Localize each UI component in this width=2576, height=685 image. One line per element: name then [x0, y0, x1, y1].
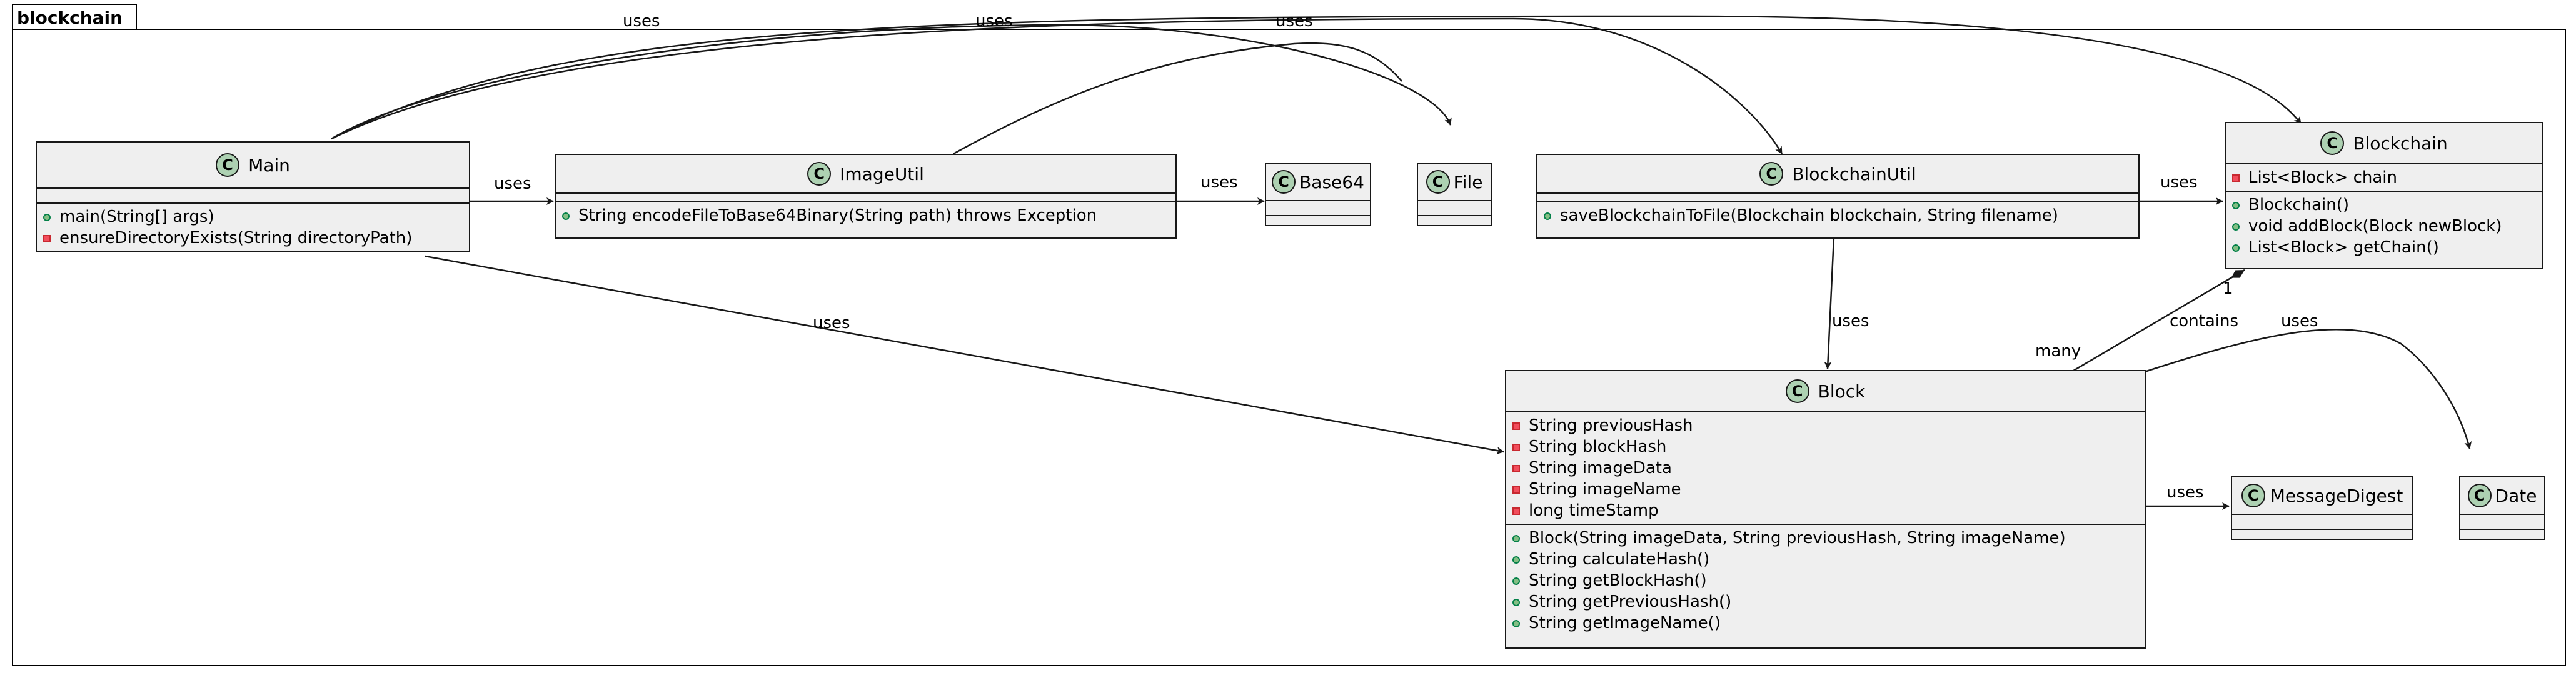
- public-icon: [562, 212, 570, 220]
- class-name: BlockchainUtil: [1792, 163, 1916, 184]
- method-row: main(String[] args): [37, 206, 469, 228]
- label-main-file: uses: [975, 12, 1013, 31]
- method-row: List<Block> getChain(): [2226, 237, 2542, 258]
- mult-block-many: many: [2035, 342, 2081, 361]
- class-main[interactable]: C Main main(String[] args) ensureDirecto…: [36, 141, 470, 252]
- public-icon: [2232, 202, 2240, 209]
- private-icon: [1512, 486, 1520, 494]
- private-icon: [1512, 422, 1520, 430]
- class-badge-icon: C: [1759, 162, 1784, 186]
- package-frame: [12, 29, 2566, 666]
- class-imageutil[interactable]: C ImageUtil String encodeFileToBase64Bin…: [555, 154, 1177, 239]
- label-block-date: uses: [2281, 312, 2318, 331]
- mult-blockchain-one: 1: [2223, 279, 2233, 298]
- class-messagedigest[interactable]: C MessageDigest: [2231, 476, 2413, 540]
- method-row: String encodeFileToBase64Binary(String p…: [556, 205, 1175, 226]
- private-icon: [43, 235, 51, 242]
- public-icon: [2232, 244, 2240, 252]
- class-block[interactable]: C Block String previousHash String block…: [1505, 370, 2146, 649]
- class-badge-icon: C: [2241, 484, 2265, 508]
- method-row: String getBlockHash(): [1506, 570, 2145, 591]
- public-icon: [1512, 556, 1520, 564]
- class-name: File: [1453, 171, 1483, 192]
- method-row: Blockchain(): [2226, 194, 2542, 216]
- field-row: long timeStamp: [1506, 500, 2145, 521]
- package-name: blockchain: [17, 8, 123, 28]
- label-blockchain-block: contains: [2170, 312, 2238, 331]
- label-main-blockchainutil: uses: [1275, 12, 1313, 31]
- class-name: MessageDigest: [2270, 485, 2403, 506]
- class-name: Base64: [1299, 171, 1364, 192]
- class-date[interactable]: C Date: [2459, 476, 2545, 540]
- private-icon: [1512, 444, 1520, 451]
- class-badge-icon: C: [1272, 170, 1296, 194]
- field-row: String blockHash: [1506, 436, 2145, 458]
- public-icon: [1544, 212, 1551, 220]
- private-icon: [1512, 465, 1520, 472]
- method-row: Block(String imageData, String previousH…: [1506, 528, 2145, 549]
- class-file[interactable]: C File: [1417, 162, 1492, 226]
- public-icon: [2232, 223, 2240, 231]
- public-icon: [1512, 578, 1520, 585]
- class-base64[interactable]: C Base64: [1265, 162, 1371, 226]
- label-block-messagedigest: uses: [2166, 483, 2204, 502]
- public-icon: [1512, 599, 1520, 606]
- public-icon: [43, 214, 51, 221]
- field-row: List<Block> chain: [2226, 167, 2542, 188]
- field-row: String previousHash: [1506, 415, 2145, 436]
- class-badge-icon: C: [1426, 170, 1450, 194]
- public-icon: [1512, 620, 1520, 628]
- method-row: String getImageName(): [1506, 612, 2145, 634]
- private-icon: [1512, 508, 1520, 515]
- edge-main-file: [331, 24, 1452, 140]
- method-row: String getPreviousHash(): [1506, 591, 2145, 612]
- class-name: Blockchain: [2353, 132, 2448, 154]
- method-row: void addBlock(Block newBlock): [2226, 216, 2542, 237]
- label-blockchainutil-blockchain: uses: [2160, 173, 2198, 192]
- edge-blockchain-block: [2071, 269, 2245, 373]
- class-name: Date: [2495, 485, 2537, 506]
- edge-main-blockchain: [331, 15, 2302, 140]
- class-badge-icon: C: [807, 162, 832, 186]
- class-blockchainutil[interactable]: C BlockchainUtil saveBlockchainToFile(Bl…: [1536, 154, 2140, 239]
- edge-main-blockchainutil: [331, 18, 1783, 154]
- edge-block-date: [2144, 328, 2472, 449]
- field-row: String imageName: [1506, 479, 2145, 500]
- method-row: ensureDirectoryExists(String directoryPa…: [37, 228, 469, 249]
- class-badge-icon: C: [2467, 484, 2492, 508]
- class-badge-icon: C: [216, 153, 240, 177]
- method-row: String calculateHash(): [1506, 549, 2145, 570]
- class-name: Main: [248, 154, 290, 176]
- label-main-blockchain: uses: [623, 12, 660, 31]
- field-row: String imageData: [1506, 458, 2145, 479]
- edge-main-block: [425, 255, 1504, 454]
- label-blockchainutil-block: uses: [1832, 312, 1869, 331]
- label-main-block: uses: [813, 314, 850, 332]
- edge-imageutil-file: [953, 42, 1402, 155]
- package-tab: blockchain: [12, 4, 137, 29]
- class-badge-icon: C: [2320, 131, 2345, 155]
- label-imageutil-base64: uses: [1200, 173, 1238, 192]
- public-icon: [1512, 535, 1520, 542]
- class-blockchain[interactable]: C Blockchain List<Block> chain Blockchai…: [2225, 122, 2543, 269]
- class-name: Block: [1818, 381, 1866, 402]
- method-row: saveBlockchainToFile(Blockchain blockcha…: [1537, 205, 2138, 226]
- private-icon: [2232, 174, 2240, 182]
- class-badge-icon: C: [1785, 379, 1809, 403]
- edge-blockchainutil-block: [1824, 237, 1835, 369]
- label-main-imageutil: uses: [494, 174, 531, 193]
- class-name: ImageUtil: [840, 163, 924, 184]
